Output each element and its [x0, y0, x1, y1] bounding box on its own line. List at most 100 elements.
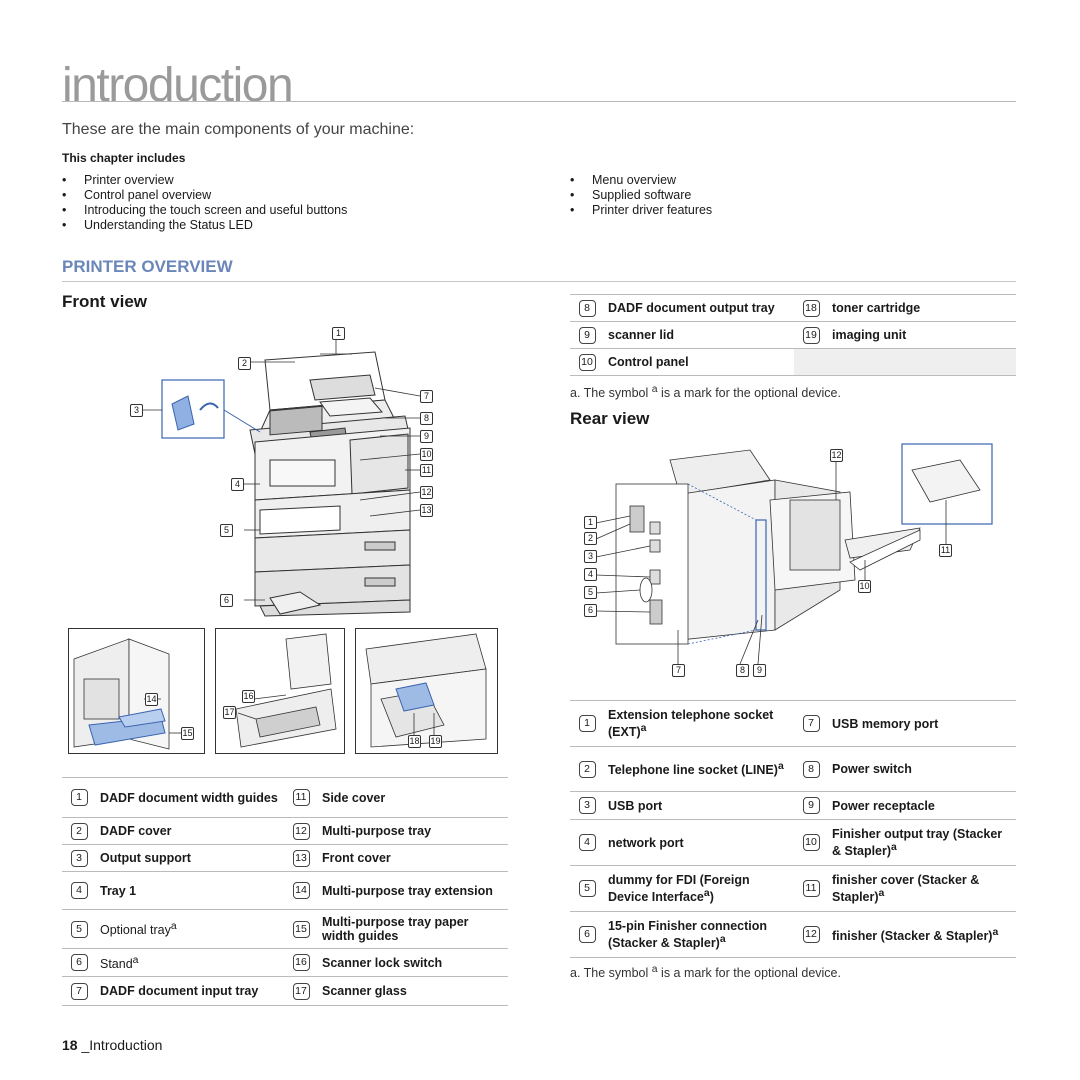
rear-view-heading: Rear view — [570, 409, 650, 428]
legend-number: 9 — [578, 326, 596, 344]
section-heading: PRINTER OVERVIEW — [62, 257, 233, 276]
legend-label: DADF document input tray — [100, 984, 259, 999]
footnote-marker: a — [132, 955, 139, 966]
legend-label: Power switch — [832, 762, 912, 776]
scanner-glass-detail-figure: 16 17 — [215, 628, 345, 754]
legend-number: 1 — [70, 789, 88, 806]
table-row: 6 15-pin Finisher connection (Stacker & … — [570, 911, 1016, 958]
legend-label: 15-pin Finisher connection (Stacker & St… — [608, 918, 768, 951]
legend-number: 7 — [802, 715, 820, 732]
chapter-title: introduction — [62, 59, 294, 112]
front-callout-6: 6 — [220, 594, 233, 607]
list-item: Supplied software — [570, 188, 712, 203]
rear-callout-12: 12 — [830, 449, 843, 462]
front-callout-9: 9 — [420, 430, 433, 443]
table-row: 5 dummy for FDI (Foreign Device Interfac… — [570, 865, 1016, 912]
legend-label: finisher (Stacker & Stapler) — [832, 929, 993, 944]
legend-number: 8 — [802, 760, 820, 778]
legend-label: Front cover — [322, 851, 391, 865]
table-row: 5 Optional traya 15 Multi-purpose tray p… — [62, 909, 508, 949]
legend-number: 10 — [802, 834, 820, 851]
legend-number: 12 — [802, 926, 820, 943]
legend-number: 17 — [292, 982, 310, 1000]
detail-callout-14: 14 — [145, 693, 158, 706]
legend-label: Multi-purpose tray — [322, 824, 432, 838]
table-row: 4 network port 10 Finisher output tray (… — [570, 819, 1016, 866]
legend-label: Side cover — [322, 790, 386, 805]
table-row: 4 Tray 1 14 Multi-purpose tray extension — [62, 871, 508, 910]
legend-label: Scanner glass — [322, 984, 407, 999]
front-callout-8: 8 — [420, 412, 433, 425]
legend-number: 6 — [70, 954, 88, 972]
legend-number: 1 — [578, 715, 596, 732]
legend-label: Stand — [100, 957, 133, 972]
table-row: 8 DADF document output tray 18 toner car… — [570, 294, 1016, 322]
table-row: 3 USB port 9 Power receptacle — [570, 791, 1016, 820]
legend-label: Scanner lock switch — [322, 955, 443, 970]
printer-front-illustration — [142, 340, 421, 617]
detail-callout-16: 16 — [242, 690, 255, 703]
rear-callout-4: 4 — [584, 568, 597, 581]
rear-callout-9: 9 — [753, 664, 766, 677]
legend-number: 4 — [578, 834, 596, 851]
chapter-includes-heading: This chapter includes — [62, 151, 186, 165]
front-callout-4: 4 — [231, 478, 244, 491]
legend-label: Power receptacle — [832, 798, 935, 813]
legend-label: Multi-purpose tray extension — [322, 883, 493, 898]
table-row: 7 DADF document input tray 17 Scanner gl… — [62, 976, 508, 1007]
front-callout-3: 3 — [130, 404, 143, 417]
footnote-marker: a — [992, 926, 999, 938]
legend-label: network port — [608, 835, 684, 850]
legend-label: USB port — [608, 798, 663, 813]
front-callout-5: 5 — [220, 524, 233, 537]
detail-callout-18: 18 — [408, 735, 421, 748]
rear-callout-7: 7 — [672, 664, 685, 677]
detail-callout-19: 19 — [429, 735, 442, 748]
legend-label: scanner lid — [608, 328, 674, 342]
footnote-marker: a — [777, 761, 784, 773]
detail-callout-15: 15 — [181, 727, 194, 740]
legend-number: 7 — [70, 982, 88, 1000]
front-view-figure: 1 2 3 7 8 9 10 11 12 13 4 5 6 — [120, 320, 460, 620]
chapter-includes-left-list: Printer overview Control panel overview … — [62, 173, 347, 233]
front-view-heading: Front view — [62, 292, 148, 311]
front-callout-7: 7 — [420, 390, 433, 403]
front-callout-13: 13 — [420, 504, 433, 517]
table-row: 3 Output support 13 Front cover — [62, 844, 508, 872]
legend-label: USB memory port — [832, 716, 939, 731]
table-row: 2 Telephone line socket (LINE)a 8 Power … — [570, 746, 1016, 792]
legend-number: 19 — [802, 326, 820, 344]
front-footnote: a. The symbol a is a mark for the option… — [570, 384, 841, 401]
front-legend-continued-table: 8 DADF document output tray 18 toner car… — [570, 294, 1016, 376]
legend-number: 2 — [70, 822, 88, 840]
rear-callout-11: 11 — [939, 544, 952, 557]
legend-number: 3 — [578, 797, 596, 814]
list-item: Printer driver features — [570, 203, 712, 218]
legend-number: 5 — [70, 920, 88, 938]
front-callout-10: 10 — [420, 448, 433, 461]
rear-view-figure: 1 2 3 4 5 6 7 8 9 10 11 12 — [580, 440, 1000, 680]
table-row: 2 DADF cover 12 Multi-purpose tray — [62, 817, 508, 845]
legend-label: Telephone line socket (LINE) — [608, 763, 778, 778]
front-callout-11: 11 — [420, 464, 433, 477]
legend-number: 5 — [578, 880, 596, 897]
front-legend-table: 1 DADF document width guides 11 Side cov… — [62, 777, 508, 1007]
legend-number: 14 — [292, 882, 310, 899]
table-row: 10 Control panel — [570, 348, 1016, 376]
legend-label: DADF document output tray — [608, 301, 775, 315]
legend-number: 3 — [70, 849, 88, 867]
legend-label: Control panel — [608, 355, 689, 369]
footnote-marker: a — [719, 933, 726, 945]
list-item: Introducing the touch screen and useful … — [62, 203, 347, 218]
rear-callout-3: 3 — [584, 550, 597, 563]
footnote-marker: a — [703, 887, 710, 899]
legend-label: DADF document width guides — [100, 790, 278, 805]
page-label: _Introduction — [81, 1037, 163, 1053]
list-item: Control panel overview — [62, 188, 347, 203]
table-row: 6 Standa 16 Scanner lock switch — [62, 947, 508, 977]
table-row: 9 scanner lid 19 imaging unit — [570, 321, 1016, 349]
legend-label: dummy for FDI (Foreign Device Interface — [608, 872, 750, 905]
legend-number: 8 — [578, 299, 596, 317]
legend-label: Optional tray — [100, 923, 171, 938]
legend-label: Extension telephone socket (EXT) — [608, 707, 774, 740]
